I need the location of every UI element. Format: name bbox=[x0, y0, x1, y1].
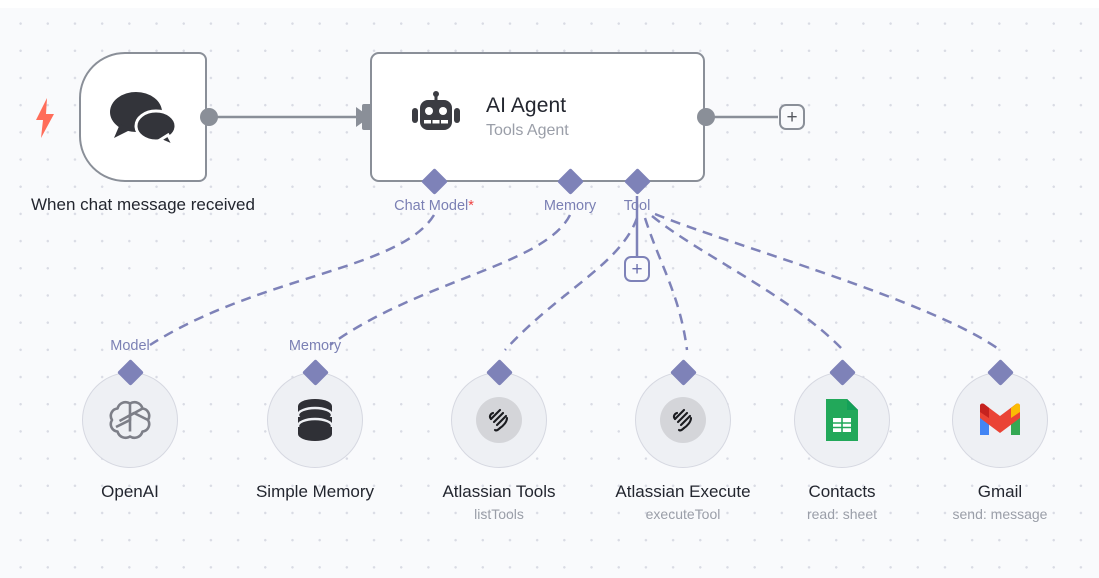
atlassian-tool-icon bbox=[672, 408, 693, 432]
node-atlassian-tools[interactable]: Atlassian Tools listTools bbox=[442, 358, 564, 522]
connector-label-memory-sub: Memory bbox=[288, 338, 342, 354]
chat-bubbles-icon bbox=[110, 92, 178, 148]
connector-label-chat-model: Chat Model* bbox=[394, 198, 474, 214]
openai-icon bbox=[109, 400, 151, 440]
atlassian-tool-icon bbox=[488, 408, 509, 432]
node-when-chat-message-received[interactable] bbox=[79, 52, 207, 182]
node-openai[interactable]: Model OpenAI bbox=[82, 338, 178, 502]
connector-label-tool: Tool bbox=[623, 198, 651, 214]
node-sublabel-atlassian-tools: listTools bbox=[474, 506, 524, 522]
connector-label-memory: Memory bbox=[543, 198, 597, 214]
node-label-trigger: When chat message received bbox=[31, 195, 255, 214]
agent-input-port[interactable] bbox=[362, 104, 372, 130]
node-label-contacts: Contacts bbox=[808, 482, 876, 501]
node-sublabel-atlassian-execute: executeTool bbox=[645, 506, 721, 522]
add-tool-button[interactable]: + bbox=[624, 256, 650, 282]
trigger-output-port[interactable] bbox=[200, 108, 218, 126]
node-circle-atlassian-tools[interactable] bbox=[451, 372, 547, 468]
lightning-bolt-icon bbox=[36, 98, 54, 138]
node-circle-gmail[interactable] bbox=[952, 372, 1048, 468]
node-circle-contacts[interactable] bbox=[794, 372, 890, 468]
node-simple-memory[interactable]: Memory Simple Memory bbox=[256, 338, 385, 502]
node-label-openai: OpenAI bbox=[101, 482, 159, 501]
gmail-icon bbox=[980, 403, 1020, 435]
agent-output-port[interactable] bbox=[697, 108, 715, 126]
node-label-atlassian-tools: Atlassian Tools bbox=[442, 482, 556, 501]
icon-badge bbox=[660, 397, 706, 443]
node-label-gmail: Gmail bbox=[977, 482, 1023, 501]
node-sublabel-gmail: send: message bbox=[952, 506, 1048, 522]
node-contacts[interactable]: Contacts read: sheet bbox=[794, 358, 890, 522]
node-label-atlassian-execute: Atlassian Execute bbox=[615, 482, 751, 501]
agent-title: AI Agent bbox=[486, 93, 567, 117]
node-ai-agent[interactable]: AI Agent Tools Agent bbox=[370, 52, 705, 182]
agent-subtitle: Tools Agent bbox=[486, 121, 569, 139]
google-sheets-icon bbox=[826, 399, 858, 441]
node-atlassian-execute[interactable]: Atlassian Execute executeTool bbox=[615, 358, 770, 522]
add-node-button-main[interactable]: + bbox=[779, 104, 805, 130]
canvas-top-edge bbox=[0, 0, 1099, 8]
node-circle-atlassian-execute[interactable] bbox=[635, 372, 731, 468]
robot-icon bbox=[412, 91, 460, 130]
node-circle-openai[interactable] bbox=[82, 372, 178, 468]
icon-badge bbox=[476, 397, 522, 443]
node-label-simple-memory: Simple Memory bbox=[255, 482, 375, 501]
database-icon bbox=[296, 399, 334, 441]
node-gmail[interactable]: Gmail send: message bbox=[952, 358, 1048, 522]
node-sublabel-contacts: read: sheet bbox=[806, 506, 878, 522]
connector-label-model: Model bbox=[110, 338, 150, 354]
node-circle-simple-memory[interactable] bbox=[267, 372, 363, 468]
